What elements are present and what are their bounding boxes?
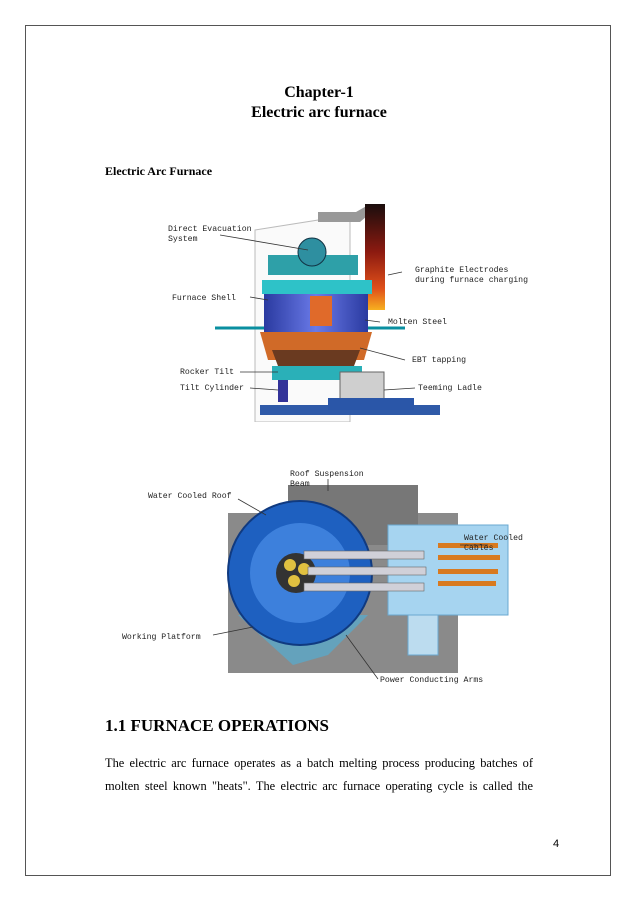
label-teeming-ladle: Teeming Ladle	[418, 383, 482, 393]
label-molten-steel: Molten Steel	[388, 317, 447, 327]
label-graphite-2: during furnace charging	[415, 275, 528, 285]
electrode-1	[284, 559, 296, 571]
section-heading: 1.1 FURNACE OPERATIONS	[105, 716, 330, 735]
chapter-title: Electric arc furnace	[251, 104, 387, 121]
molten-steel-pool	[310, 296, 332, 326]
electrode-3	[288, 575, 300, 587]
label-rocker-tilt: Rocker Tilt	[180, 367, 234, 377]
label-tilt-cylinder: Tilt Cylinder	[180, 383, 244, 393]
section-paragraph: The electric arc furnace operates as a b…	[105, 752, 533, 798]
label-direct-evacuation-2: System	[168, 235, 198, 244]
tilt-cylinder	[278, 380, 288, 402]
furnace-side-diagram: Direct Evacuation System Graphite Electr…	[168, 204, 528, 422]
electrode-2	[298, 563, 310, 575]
label-ebt-tapping: EBT tapping	[412, 355, 466, 365]
label-working-platform: Working Platform	[122, 632, 201, 642]
teeming-ladle	[339, 371, 385, 403]
label-roof-suspension-1: Roof Suspension	[290, 469, 364, 479]
conducting-arm-2	[307, 566, 427, 576]
label-graphite-1: Graphite Electrodes	[415, 265, 508, 275]
page-number: 4	[553, 838, 560, 850]
page-border	[25, 25, 611, 876]
crane-arm	[318, 204, 374, 222]
cable-support	[407, 614, 439, 656]
conducting-arm-1	[303, 550, 425, 560]
hearth-bottom	[272, 350, 360, 366]
paragraph-line-1: The electric arc furnace operates as a b…	[105, 756, 533, 770]
cable-2	[438, 555, 500, 560]
cable-4	[438, 581, 496, 586]
label-water-cooled-cables-2: Cables	[464, 543, 494, 553]
label-roof-suspension-2: Beam	[290, 480, 310, 489]
cable-3	[438, 569, 498, 574]
furnace-roof-diagram: Roof Suspension Beam Water Cooled Roof W…	[122, 469, 523, 685]
cable-1	[438, 543, 498, 548]
label-water-cooled-cables-1: Water Cooled	[464, 533, 523, 543]
evacuation-elbow	[297, 237, 327, 267]
label-water-cooled-roof: Water Cooled Roof	[148, 491, 232, 501]
figure-heading: Electric Arc Furnace	[105, 164, 213, 178]
label-direct-evacuation-1: Direct Evacuation	[168, 224, 252, 234]
conducting-arm-3	[303, 582, 425, 592]
chapter-number: Chapter-1	[284, 84, 354, 101]
paragraph-line-2: molten steel known "heats". The electric…	[105, 779, 533, 793]
label-power-conducting-arms: Power Conducting Arms	[380, 675, 483, 685]
ladle-car	[328, 398, 414, 410]
label-furnace-shell: Furnace Shell	[172, 293, 236, 303]
roof-ring	[262, 280, 372, 294]
